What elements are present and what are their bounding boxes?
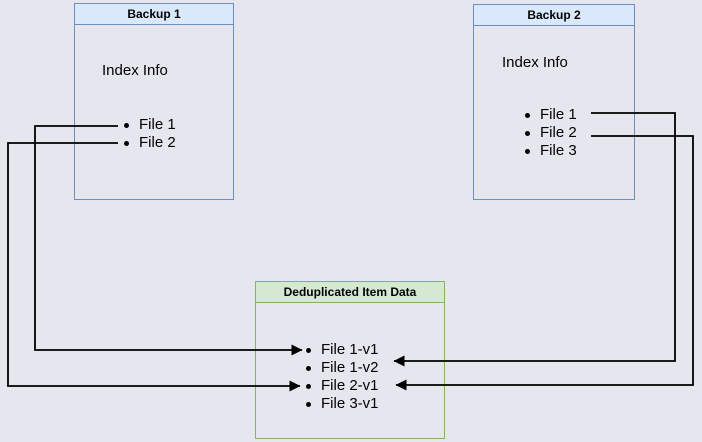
list-item-backup1-file1: File 1: [124, 116, 176, 134]
backup2-file-list: File 1 File 2 File 3: [525, 106, 577, 160]
dedup-box-title: Deduplicated Item Data: [256, 282, 444, 303]
backup2-box: Backup 2 Index Info File 1 File 2 File 3: [473, 4, 635, 200]
backup1-box-title: Backup 1: [75, 4, 233, 25]
list-item-file1-v2: File 1-v2: [306, 359, 379, 377]
backup1-index-info-label: Index Info: [102, 62, 168, 79]
list-item-backup2-file2: File 2: [525, 124, 577, 142]
backup1-file-list: File 1 File 2: [124, 116, 176, 152]
backup1-box: Backup 1 Index Info File 1 File 2: [74, 3, 234, 200]
dedup-file-list: File 1-v1 File 1-v2 File 2-v1 File 3-v1: [306, 341, 379, 413]
backup2-box-title: Backup 2: [474, 5, 634, 26]
list-item-backup2-file1: File 1: [525, 106, 577, 124]
list-item-backup1-file2: File 2: [124, 134, 176, 152]
backup2-index-info-label: Index Info: [502, 54, 568, 71]
list-item-file2-v1: File 2-v1: [306, 377, 379, 395]
list-item-file1-v1: File 1-v1: [306, 341, 379, 359]
list-item-backup2-file3: File 3: [525, 142, 577, 160]
list-item-file3-v1: File 3-v1: [306, 395, 379, 413]
deduplicated-item-data-box: Deduplicated Item Data File 1-v1 File 1-…: [255, 281, 445, 439]
